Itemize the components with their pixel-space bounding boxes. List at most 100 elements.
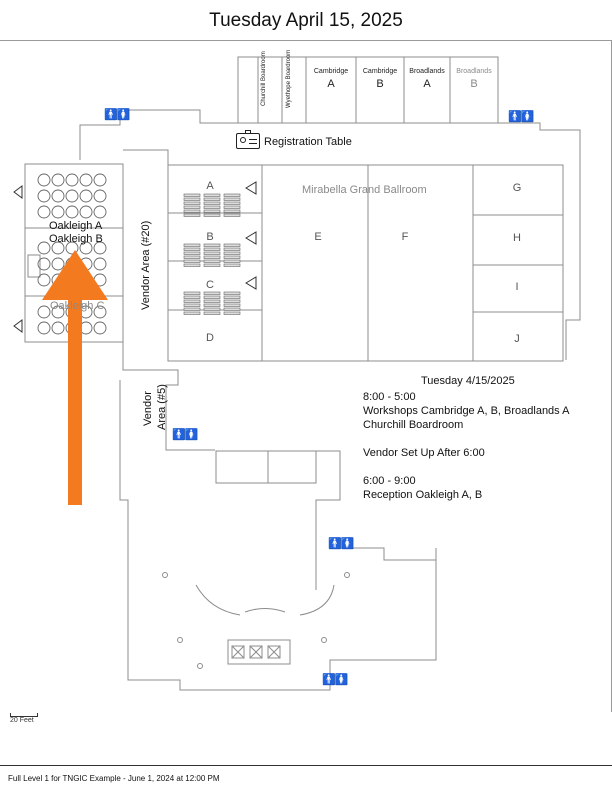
classroom-table [183,255,201,259]
classroom-table [223,197,241,201]
round-table [93,257,107,271]
classroom-table [223,291,241,295]
classroom-table [203,259,221,263]
classroom-table [223,193,241,197]
footer-text: Full Level 1 for TNGIC Example - June 1,… [8,774,220,783]
classroom-table [183,205,201,209]
scale-label: 20 Feet [10,717,34,724]
round-table [65,205,79,219]
classroom-table [183,303,201,307]
round-table [37,321,51,335]
classroom-table [203,247,221,251]
schedule-time-3: 6:00 - 9:00 [363,475,416,487]
classroom-table [203,243,221,247]
classroom-table [203,197,221,201]
classroom-table [203,303,221,307]
classroom-table [223,259,241,263]
classroom-table [203,255,221,259]
round-table [79,205,93,219]
round-table [65,189,79,203]
restroom-icon: 🚹🚺 [328,538,354,550]
oakleigh-c-label: Oakleigh C [50,300,105,312]
classroom-tables [183,193,241,315]
classroom-table [183,291,201,295]
id-card-icon [236,130,260,149]
ballroom-label: Mirabella Grand Ballroom [302,184,427,196]
schedule-event-2: Vendor Set Up After 6:00 [363,447,485,459]
classroom-table [223,263,241,267]
classroom-table [183,263,201,267]
round-table [51,189,65,203]
oakleigh-b-label: Oakleigh B [49,233,103,245]
schedule-event-1a: Workshops Cambridge A, B, Broadlands A [363,405,570,417]
speaker-marker [13,185,23,199]
classroom-table [223,307,241,311]
section-g: G [512,182,522,194]
classroom-table [183,197,201,201]
round-table [79,173,93,187]
round-table [93,205,107,219]
restroom-icon: 🚹🚺 [172,429,198,441]
classroom-table [223,243,241,247]
schedule-time-1: 8:00 - 5:00 [363,391,416,403]
classroom-table [203,201,221,205]
round-table [79,241,93,255]
classroom-table [183,307,201,311]
classroom-table [203,307,221,311]
classroom-table [183,295,201,299]
classroom-table [223,205,241,209]
classroom-table [183,201,201,205]
restroom-icon: 🚹🚺 [508,111,534,123]
round-table [51,205,65,219]
section-f: F [401,231,409,243]
round-table [37,189,51,203]
classroom-table [223,303,241,307]
section-d: D [206,332,214,344]
round-table [37,305,51,319]
round-table [93,241,107,255]
classroom-table [183,311,201,315]
classroom-table [223,247,241,251]
round-table [51,305,65,319]
vendor-area-5-line1: Vendor [142,391,154,426]
classroom-table [203,209,221,213]
registration-label: Registration Table [264,136,352,148]
round-table [37,241,51,255]
round-table [79,189,93,203]
screen-marker [245,181,257,195]
schedule-panel: Tuesday 4/15/2025 8:00 - 5:00 Workshops … [363,374,583,502]
classroom-table [203,263,221,267]
round-table [51,173,65,187]
classroom-table [223,251,241,255]
screen-marker [245,276,257,290]
round-table [37,173,51,187]
section-a: A [206,180,214,192]
footer-divider [0,765,612,766]
round-table [37,273,51,287]
classroom-table [183,259,201,263]
classroom-table [203,291,221,295]
round-table [51,257,65,271]
oakleigh-a-label: Oakleigh A [49,220,103,232]
restroom-icon: 🚹🚺 [322,674,348,686]
classroom-table [203,295,221,299]
classroom-table [223,213,241,217]
section-i: I [515,281,519,293]
vendor-area-20-label: Vendor Area (#20) [140,220,152,310]
round-table [93,173,107,187]
section-e: E [314,231,322,243]
wyethope-label: Wyethope Boardroom [286,49,292,108]
round-table [93,189,107,203]
classroom-table [223,311,241,315]
section-b: B [206,231,214,243]
round-table [65,173,79,187]
arrow-up-icon [42,250,108,505]
speaker-marker [13,319,23,333]
round-table [37,205,51,219]
section-j: J [514,333,520,345]
